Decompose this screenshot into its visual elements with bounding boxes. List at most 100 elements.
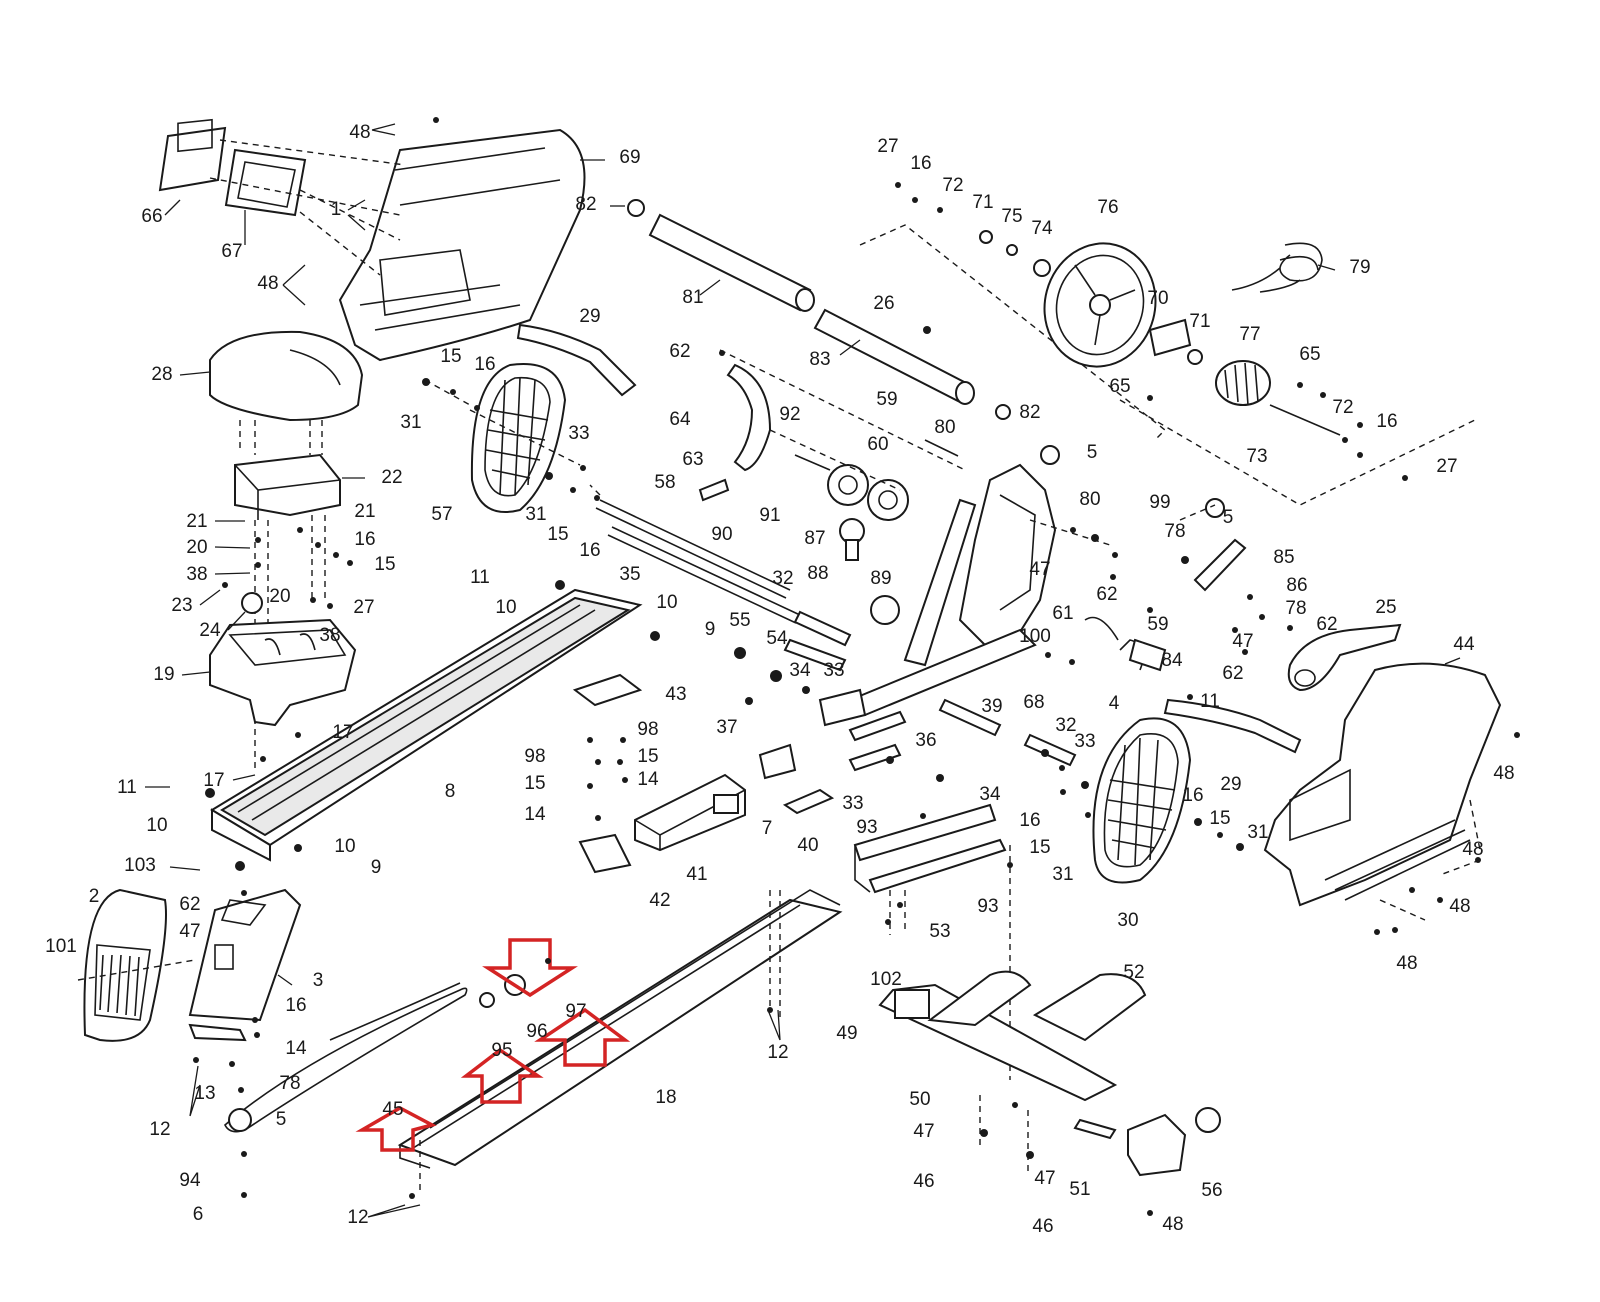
left-pedal-arm-part [516, 323, 637, 397]
part-number-label: 72 [942, 175, 963, 196]
right-pedal-arm-part [1163, 698, 1302, 754]
part-number-label: 15 [374, 554, 395, 575]
part-number-label: 29 [579, 306, 600, 327]
part-number-label: 47 [913, 1121, 934, 1142]
part-number-label: 39 [981, 696, 1002, 717]
part-number-label: 49 [836, 1023, 857, 1044]
part-number-label: 8 [445, 781, 456, 802]
callout-arrow-down [482, 938, 578, 998]
part-number-label: 95 [491, 1040, 512, 1061]
part-number-label: 88 [807, 563, 828, 584]
part-number-label: 27 [353, 597, 374, 618]
part-number-label: 50 [909, 1089, 930, 1110]
callout-arrow-up-1 [534, 1007, 631, 1067]
seat-bracket-part [234, 453, 341, 520]
part-number-label: 26 [873, 293, 894, 314]
part-number-label: 62 [1096, 584, 1117, 605]
part-number-label: 96 [526, 1021, 547, 1042]
part-number-label: 62 [1316, 614, 1337, 635]
part-number-label: 1 [331, 199, 342, 220]
part-number-label: 47 [179, 921, 200, 942]
part-number-label: 65 [1299, 344, 1320, 365]
rear-cap-part [1127, 1113, 1187, 1177]
part-number-label: 15 [524, 773, 545, 794]
part-number-label: 31 [1052, 864, 1073, 885]
part-number-label: 81 [682, 287, 703, 308]
part-number-label: 38 [186, 564, 207, 585]
part-number-label: 25 [1375, 597, 1396, 618]
part-number-label: 76 [1097, 197, 1118, 218]
part-number-label: 11 [1200, 691, 1220, 712]
part-number-label: 29 [1220, 774, 1241, 795]
part-number-label: 13 [194, 1083, 215, 1104]
part-number-label: 46 [913, 1171, 934, 1192]
part-number-label: 93 [856, 817, 877, 838]
part-number-label: 17 [203, 770, 224, 791]
part-number-label: 54 [766, 628, 788, 649]
part-number-label: 21 [186, 511, 207, 532]
rail-bracket-part [634, 773, 746, 852]
part-number-label: 80 [1079, 489, 1100, 510]
brake-arm-part [726, 363, 772, 472]
part-number-label: 32 [1055, 715, 1076, 736]
part-number-label: 22 [381, 467, 402, 488]
part-number-label: 27 [1436, 456, 1457, 477]
part-number-label: 16 [1376, 411, 1397, 432]
part-number-label: 78 [1164, 521, 1185, 542]
part-number-label: 84 [1161, 650, 1183, 671]
part-number-label: 20 [186, 537, 207, 558]
part-number-label: 15 [1029, 837, 1050, 858]
part-number-label: 75 [1001, 206, 1022, 227]
part-number-label: 15 [440, 346, 461, 367]
spring-part [1231, 242, 1323, 293]
part-number-label: 10 [334, 836, 355, 857]
part-number-label: 48 [1493, 763, 1514, 784]
part-number-label: 48 [1449, 896, 1470, 917]
part-number-label: 59 [1147, 614, 1168, 635]
part-number-label: 23 [171, 595, 192, 616]
main-rail-part [210, 588, 643, 862]
part-number-label: 103 [124, 855, 156, 876]
lower-roller-part [813, 308, 975, 405]
part-number-label: 41 [686, 864, 707, 885]
part-number-label: 16 [474, 354, 495, 375]
left-pedal-part [470, 363, 567, 513]
right-shroud-part [1263, 662, 1502, 907]
part-number-label: 5 [276, 1109, 287, 1130]
part-number-label: 82 [575, 194, 596, 215]
part-number-label: 14 [637, 769, 659, 790]
console-bezel-part [224, 148, 307, 217]
part-number-label: 48 [349, 122, 370, 143]
part-number-label: 56 [1201, 1180, 1222, 1201]
part-number-label: 93 [977, 896, 998, 917]
callout-arrows [355, 938, 631, 1152]
part-number-label: 2 [89, 886, 100, 907]
part-number-label: 72 [1332, 397, 1353, 418]
part-number-label: 36 [915, 730, 936, 751]
part-number-label: 16 [579, 540, 600, 561]
part-number-label: 48 [1396, 953, 1417, 974]
part-number-label: 31 [525, 504, 546, 525]
part-number-label: 14 [524, 804, 546, 825]
part-number-label: 46 [1032, 1216, 1053, 1237]
part-number-label: 4 [1109, 693, 1120, 714]
part-number-label: 15 [547, 524, 568, 545]
part-number-label: 10 [146, 815, 167, 836]
part-number-label: 19 [153, 664, 174, 685]
callout-arrow-up-3 [355, 1105, 437, 1152]
part-number-label: 21 [354, 501, 375, 522]
part-number-label: 90 [711, 524, 732, 545]
handle-cap-part [1287, 623, 1402, 692]
part-number-label: 47 [1029, 559, 1050, 580]
part-number-label: 91 [759, 505, 780, 526]
part-number-label: 98 [637, 719, 658, 740]
part-number-label: 100 [1019, 626, 1051, 647]
part-number-label: 48 [1462, 839, 1483, 860]
part-number-label: 74 [1031, 218, 1053, 239]
part-number-label: 65 [1109, 376, 1130, 397]
part-number-label: 42 [649, 890, 670, 911]
part-number-label: 59 [876, 389, 897, 410]
part-number-label: 16 [285, 995, 306, 1016]
